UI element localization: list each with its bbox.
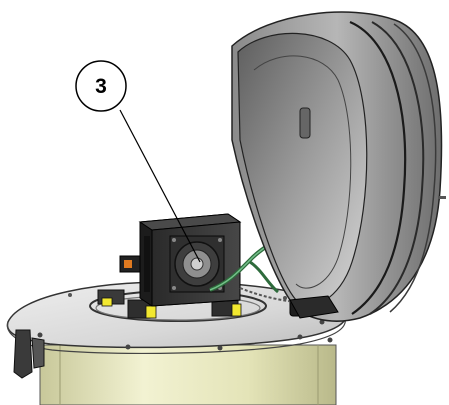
cylinder-body <box>39 344 337 405</box>
callout-3: 3 <box>75 60 127 112</box>
callout-leader-line <box>119 109 201 263</box>
open-lid <box>231 11 446 322</box>
callout-circle <box>75 60 127 112</box>
lid-cable <box>239 287 297 303</box>
callout-number: 3 <box>95 75 107 98</box>
electronics-box <box>138 213 242 307</box>
mounting-plate <box>6 281 347 354</box>
left-bracket <box>13 329 45 379</box>
